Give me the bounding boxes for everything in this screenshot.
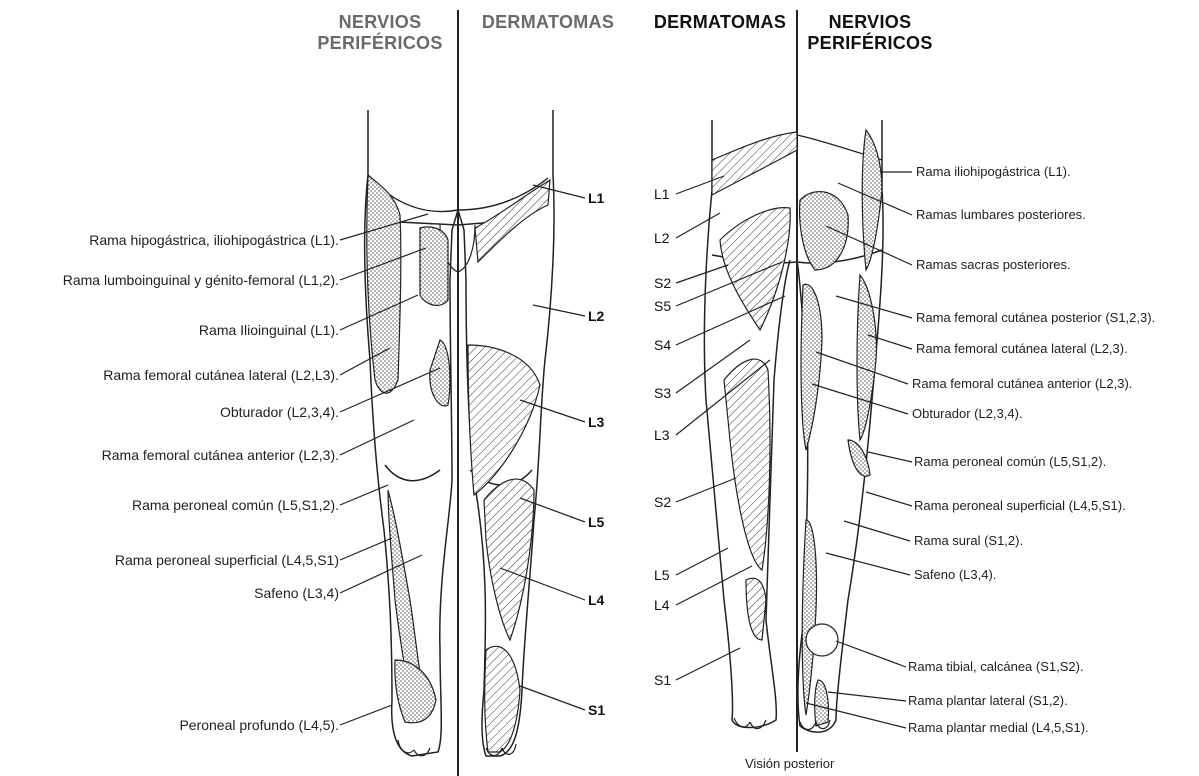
label-obturator-posterior: Obturador (L2,3,4).: [912, 406, 1023, 422]
label-common-peroneal: Rama peroneal común (L5,S1,2).: [132, 497, 339, 513]
code-L3-right: L3: [654, 427, 670, 443]
dermatome-S1-left: [485, 646, 520, 752]
code-L3-left: L3: [588, 414, 604, 430]
label-anterior-femoral-posterior: Rama femoral cutánea anterior (L2,3).: [912, 376, 1132, 392]
label-saphenous: Safeno (L3,4): [254, 585, 339, 601]
code-S1-left: S1: [588, 702, 605, 718]
code-L5-right: L5: [654, 567, 670, 583]
label-common-peroneal-posterior: Rama peroneal común (L5,S1,2).: [914, 454, 1106, 470]
saphenous-posterior: [802, 520, 816, 715]
iliohypogastric-posterior: [862, 130, 882, 270]
label-medial-plantar: Rama plantar medial (L4,5,S1).: [908, 720, 1089, 736]
label-iliohypogastric: Rama hipogástrica, iliohipogástrica (L1)…: [89, 232, 339, 248]
sacral-rami: [800, 192, 849, 270]
caption-posterior-view: Visión posterior: [745, 756, 834, 771]
label-lateral-femoral: Rama femoral cutánea lateral (L2,L3).: [103, 367, 339, 383]
label-deep-peroneal: Peroneal profundo (L4,5).: [179, 717, 339, 733]
label-anterior-femoral: Rama femoral cutánea anterior (L2,3).: [102, 447, 339, 463]
dermatome-S3-posterior: [720, 208, 790, 330]
code-L2-left: L2: [588, 308, 604, 324]
code-L1-right: L1: [654, 186, 670, 202]
lateral-femoral-posterior: [857, 275, 876, 440]
code-L2-right: L2: [654, 230, 670, 246]
lateral-plantar-posterior: [815, 680, 829, 726]
label-superficial-peroneal: Rama peroneal superficial (L4,5,S1): [115, 552, 339, 568]
label-sacral-rami: Ramas sacras posteriores.: [916, 257, 1071, 273]
dermatome-L1-posterior: [712, 132, 797, 195]
code-S2-upper: S2: [654, 275, 671, 291]
code-S3: S3: [654, 385, 671, 401]
common-peroneal-posterior: [848, 440, 870, 476]
code-S2-lower: S2: [654, 494, 671, 510]
label-genitofemoral: Rama lumboinguinal y génito-femoral (L1,…: [63, 272, 339, 288]
label-obturator: Obturador (L2,3,4).: [220, 404, 339, 420]
dermatome-L1-left: [475, 180, 550, 262]
label-saphenous-posterior: Safeno (L3,4).: [914, 567, 996, 583]
code-S4: S4: [654, 337, 671, 353]
label-sural: Rama sural (S1,2).: [914, 533, 1023, 549]
genitofemoral-region: [420, 227, 448, 306]
label-superficial-peroneal-posterior: Rama peroneal superficial (L4,5,S1).: [914, 498, 1126, 514]
dermatome-L5-posterior: [746, 578, 766, 640]
label-iliohypogastric-posterior: Rama iliohipogástrica (L1).: [916, 164, 1071, 180]
code-L5-left: L5: [588, 514, 604, 530]
code-L4-right: L4: [654, 597, 670, 613]
code-L4-left: L4: [588, 592, 604, 608]
code-L1-left: L1: [588, 190, 604, 206]
label-ilioinguinal: Rama Ilioinguinal (L1).: [199, 322, 339, 338]
label-lumbar-rami: Ramas lumbares posteriores.: [916, 207, 1086, 223]
label-posterior-femoral: Rama femoral cutánea posterior (S1,2,3).: [916, 310, 1155, 326]
calcaneal-region: [806, 624, 838, 656]
label-lateral-plantar: Rama plantar lateral (S1,2).: [908, 693, 1068, 709]
code-S1-right: S1: [654, 672, 671, 688]
label-tibial-calcaneal: Rama tibial, calcánea (S1,S2).: [908, 659, 1084, 675]
lat-femoral-region: [367, 175, 401, 393]
posterior-femoral-cut: [801, 284, 822, 450]
deep-peroneal-region: [395, 660, 436, 723]
code-S5: S5: [654, 298, 671, 314]
obturator-region: [430, 340, 450, 406]
label-lateral-femoral-posterior: Rama femoral cutánea lateral (L2,3).: [916, 341, 1128, 357]
